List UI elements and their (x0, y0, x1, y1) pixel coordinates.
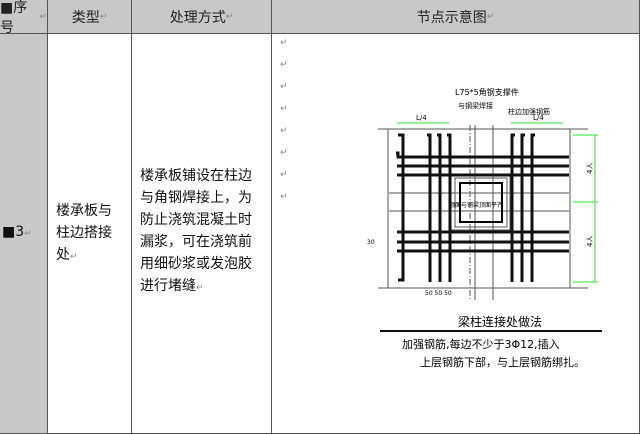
dim-vertical-1: 4人 (586, 163, 594, 174)
diagram-caption: 梁柱连接处做法 (458, 314, 542, 329)
label-angle-support: L75*5角钢支撑件 (455, 87, 519, 97)
note-line-2: 上层钢筋下部，与上层钢筋绑扎。 (420, 355, 585, 369)
dim-left: L/4 (416, 114, 427, 122)
dim-50: 50 50 50 (425, 290, 452, 297)
dim-30: 30 (367, 239, 375, 246)
label-center: 顶面与钢梁顶面平齐 (449, 201, 503, 209)
note-line-1: 加强钢筋,每边不少于3Φ12,插入 (402, 337, 560, 351)
label-weld: 与钢梁焊接 (458, 101, 493, 110)
dim-right: L/4 (533, 114, 544, 122)
outline-lines (378, 125, 588, 300)
dim-vertical-2: 4人 (586, 236, 594, 247)
